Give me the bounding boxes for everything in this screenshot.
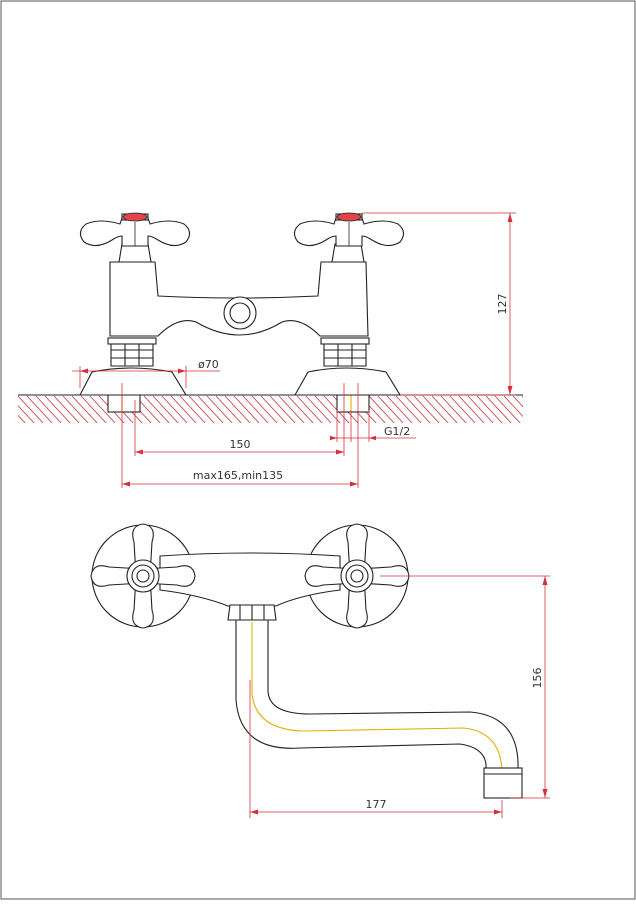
right-cross-handle	[293, 212, 405, 247]
thread-dimension: G1/2	[330, 410, 416, 442]
thread-label: G1/2	[384, 425, 410, 438]
spout-aerator	[483, 767, 523, 799]
height-front-label: 127	[496, 294, 509, 315]
hatch-line	[287, 395, 314, 423]
front-elevation-view: 127 ø70 G1/2 150	[18, 212, 584, 488]
hatch-line	[476, 395, 503, 423]
hatch-line	[540, 396, 566, 424]
height-dimension-front: 127	[362, 212, 516, 396]
swivel-spout	[235, 619, 519, 771]
hatch-line	[485, 395, 512, 423]
hatch-line	[458, 395, 485, 423]
hatch-line	[503, 395, 523, 418]
left-valve-stem	[118, 243, 152, 263]
hatch-line	[215, 395, 242, 423]
base-diameter-label: ø70	[198, 358, 219, 371]
hatch-line	[494, 395, 521, 423]
hatch-line	[233, 395, 260, 423]
hot-indicator-cap	[122, 212, 148, 222]
hatch-line	[152, 395, 179, 423]
height-dimension-top: 156	[380, 575, 550, 799]
hatch-line	[206, 395, 233, 423]
hatch-line	[242, 395, 269, 423]
right-valve-stem	[331, 243, 365, 263]
right-hex-nut	[323, 341, 367, 367]
height-top-label: 156	[531, 668, 544, 689]
right-nut-cap	[320, 337, 370, 345]
hatch-line	[549, 396, 575, 424]
hatch-line	[161, 395, 188, 423]
center-distance-dimension: 150	[135, 438, 344, 455]
hatch-line	[18, 395, 44, 423]
hatch-line	[170, 395, 197, 423]
hatch-line	[512, 395, 523, 408]
wall-hatching	[18, 395, 584, 424]
reach-dimension: 177	[249, 680, 503, 818]
hatch-line	[305, 395, 332, 423]
hatch-line	[521, 395, 523, 398]
top-view: 156 177	[90, 523, 550, 818]
hatch-line	[179, 395, 206, 423]
handle-hub-inner	[350, 569, 364, 583]
hatch-line	[269, 395, 296, 423]
hatch-line	[377, 395, 404, 423]
hatch-line	[188, 395, 215, 423]
hatch-line	[260, 395, 287, 423]
hatch-line	[368, 395, 395, 423]
hatch-line	[89, 395, 116, 423]
hatch-line	[296, 395, 323, 423]
range-label: max165,min135	[193, 469, 283, 482]
hatch-line	[404, 395, 431, 423]
reach-label: 177	[366, 798, 387, 811]
hatch-line	[440, 395, 467, 423]
right-top-cross-handle	[304, 523, 410, 629]
hatch-line	[143, 395, 170, 423]
hatch-line	[449, 395, 476, 423]
body-ring-inner	[229, 302, 251, 324]
left-cross-handle	[79, 212, 191, 247]
hatch-line	[422, 395, 449, 423]
hot-indicator-cap-right	[336, 212, 362, 222]
hatch-line	[44, 395, 71, 423]
left-nut-cap	[107, 337, 157, 345]
hatch-line	[386, 395, 413, 423]
hatch-line	[251, 395, 278, 423]
hatch-line	[467, 395, 494, 423]
spout-nut	[227, 604, 277, 621]
hatch-line	[224, 395, 251, 423]
hatch-line	[558, 396, 584, 424]
hatch-line	[278, 395, 305, 423]
top-body-bar	[159, 552, 341, 607]
handle-hub-inner	[136, 569, 150, 583]
hatch-line	[35, 395, 62, 423]
spout-centerline	[251, 622, 503, 771]
hatch-line	[431, 395, 458, 423]
hatch-line	[53, 395, 80, 423]
base-diameter-dimension: ø70	[72, 358, 220, 388]
hatch-line	[18, 405, 35, 423]
hatch-line	[197, 395, 224, 423]
hatch-line	[531, 396, 557, 424]
hatch-line	[80, 395, 107, 423]
hatch-line	[395, 395, 422, 423]
range-dimension: max165,min135	[122, 469, 358, 487]
center-distance-label: 150	[230, 438, 251, 451]
left-top-cross-handle	[90, 523, 196, 629]
left-hex-nut	[110, 341, 154, 367]
hatch-line	[26, 395, 53, 423]
hatch-line	[71, 395, 98, 423]
hatch-line	[413, 395, 440, 423]
left-base-flange	[79, 367, 187, 396]
hatch-line	[62, 395, 89, 423]
right-base-flange	[294, 367, 401, 396]
hatch-line	[18, 414, 26, 423]
